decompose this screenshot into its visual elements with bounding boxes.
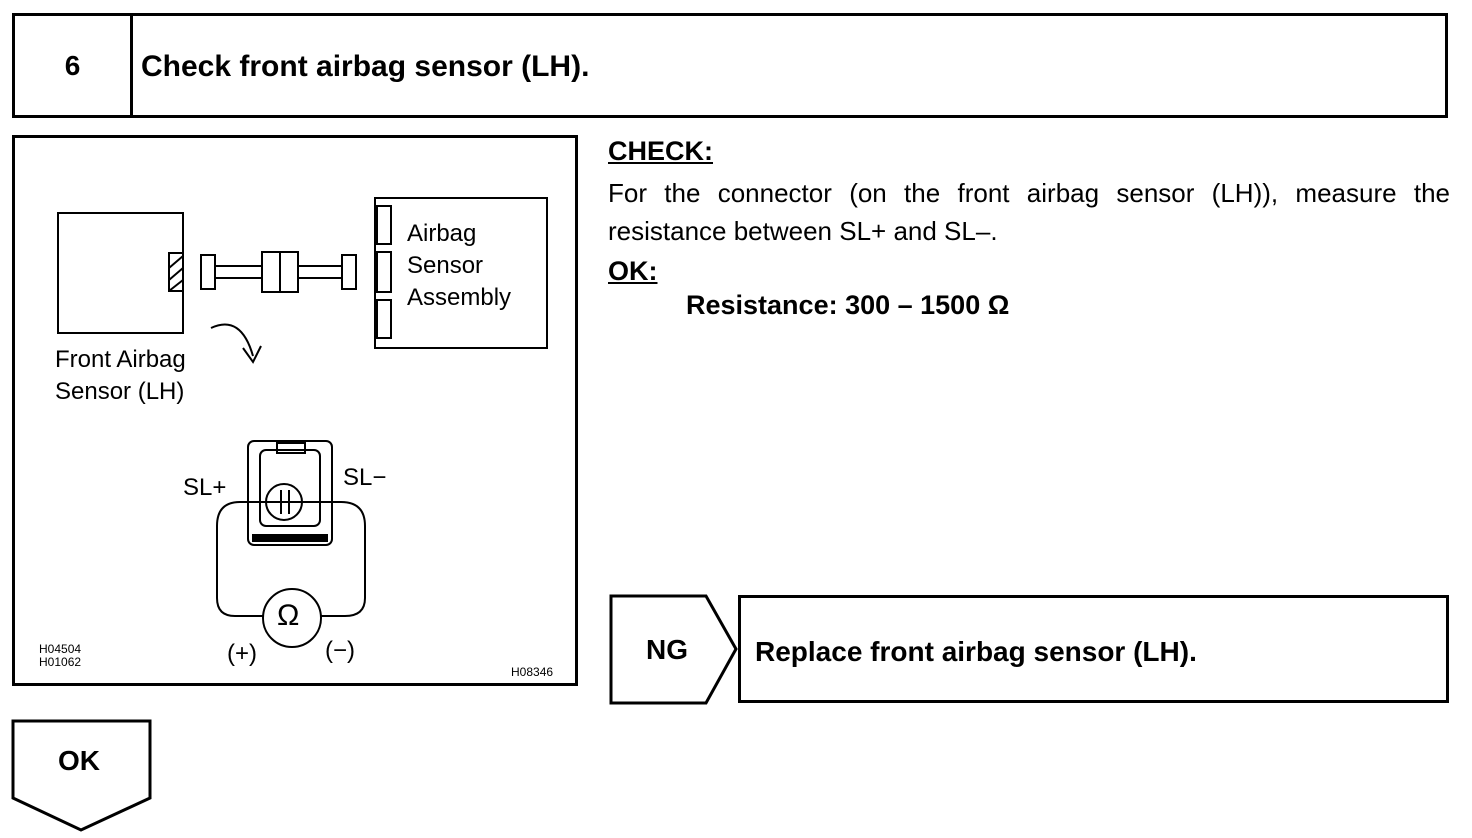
step-header: 6 Check front airbag sensor (LH). [12,13,1448,118]
harness-plug-right [341,254,357,290]
terminal-plus-label: SL+ [183,474,227,501]
airbag-sensor-assembly [374,197,548,349]
connector-front-view [247,440,333,546]
assembly-label-line1: Airbag [407,220,477,247]
ok-branch-label: OK [58,745,100,776]
harness-joint-right [279,251,299,293]
ng-arrow-shape [609,594,738,705]
sensor-label-line1: Front Airbag [55,346,186,373]
check-heading: CHECK: [608,136,713,166]
terminal-minus-label: SL− [343,464,387,491]
connector-diagram [57,197,548,648]
figure-code-2: H01062 [39,655,82,669]
probe-plus-label: (+) [227,640,257,667]
step-title: Check front airbag sensor (LH). [141,50,590,83]
ok-heading: OK: [608,256,658,286]
figure-code-1: H04504 [39,642,82,656]
probe-lead-minus [284,501,366,617]
ng-label: NG [646,634,688,665]
harness-plug-left [200,254,216,290]
ok-arrow-shape [11,719,152,832]
check-body: For the connector (on the front airbag s… [608,178,1450,246]
ohm-symbol: Ω [277,599,300,632]
ohmmeter-icon [262,588,322,648]
assembly-label-line3: Assembly [407,284,512,311]
harness-joint-left [261,251,281,293]
probe-lead-plus [216,501,284,617]
sensor-connector [168,252,184,292]
ng-action-box: Replace front airbag sensor (LH). [738,595,1449,703]
resistance-spec: Resistance: 300 – 1500 Ω [686,290,1010,320]
assembly-label-line2: Sensor [407,252,484,279]
curved-arrow-icon [210,323,254,357]
sensor-label-line2: Sensor (LH) [55,378,185,405]
step-number: 6 [15,16,133,115]
inspection-figure: Airbag Sensor Assembly Front Airbag Sens… [12,135,578,686]
probe-minus-label: (−) [325,637,355,664]
figure-code-3: H08346 [511,665,554,679]
ng-action-text: Replace front airbag sensor (LH). [755,636,1197,667]
front-sensor-body [57,212,184,334]
